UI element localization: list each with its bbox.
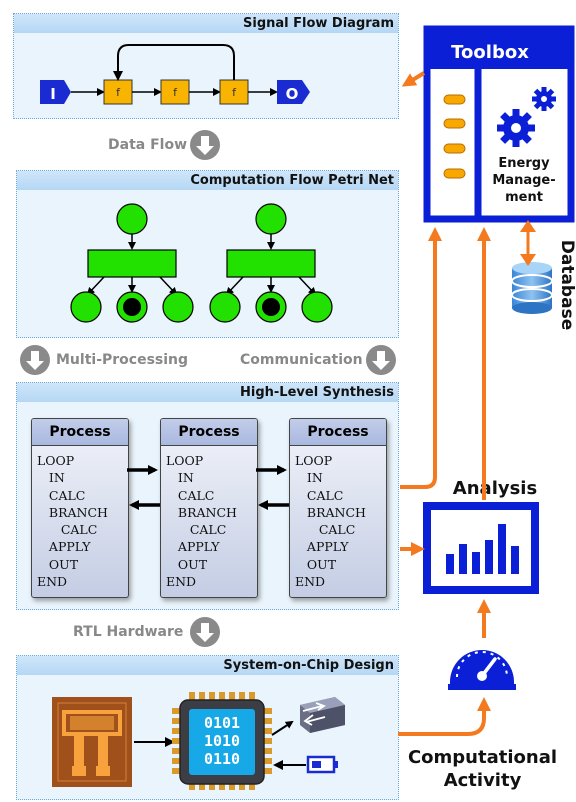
energy-label-line: ment bbox=[505, 190, 543, 205]
place bbox=[162, 291, 194, 323]
gear-icon bbox=[532, 87, 556, 111]
hls-title: High-Level Synthesis bbox=[17, 383, 398, 402]
soc-to-gauge-arrow bbox=[398, 697, 491, 736]
down-arrow-icon bbox=[190, 130, 220, 160]
database-icon bbox=[511, 262, 553, 314]
gear-icon bbox=[497, 109, 535, 147]
toolbox-slot bbox=[443, 94, 466, 105]
function-node-label: f bbox=[232, 86, 237, 99]
communication-label: Communication bbox=[240, 352, 363, 368]
speedometer-icon bbox=[448, 650, 516, 690]
petri-net-2 bbox=[209, 203, 333, 323]
place bbox=[255, 203, 287, 235]
token bbox=[262, 298, 280, 316]
chip-bits-row: 1010 bbox=[204, 732, 240, 750]
function-node-label: f bbox=[116, 86, 121, 99]
function-node-label: f bbox=[173, 86, 178, 99]
chip-to-router-edge bbox=[271, 720, 294, 736]
process-title: Process bbox=[161, 419, 257, 446]
process-code: LOOP IN CALC BRANCH CALC APPLY OUT END bbox=[295, 453, 366, 590]
output-node-label: O bbox=[286, 85, 299, 103]
token bbox=[123, 298, 141, 316]
input-node-label: I bbox=[50, 85, 56, 103]
place bbox=[209, 291, 241, 323]
chip-bits-row: 0110 bbox=[204, 750, 240, 768]
toolbox-slot bbox=[443, 168, 466, 179]
petri-net-1 bbox=[70, 203, 194, 323]
down-arrow-icon bbox=[20, 345, 50, 375]
rtl-hardware-label: RTL Hardware bbox=[73, 624, 184, 640]
analysis-window bbox=[423, 502, 539, 594]
computational-activity-line-2: Activity bbox=[443, 770, 522, 791]
process-code: LOOP IN CALC BRANCH CALC APPLY OUT END bbox=[166, 453, 237, 590]
petri-net-title: Computation Flow Petri Net bbox=[17, 171, 398, 190]
function-node bbox=[160, 79, 190, 105]
place bbox=[116, 203, 148, 235]
toolbox-window: Toolbox Energy Mana bbox=[423, 25, 575, 223]
input-node bbox=[40, 80, 71, 104]
process-communication-arrows bbox=[127, 465, 289, 510]
process-code: LOOP IN CALC BRANCH CALC APPLY OUT END bbox=[37, 453, 108, 590]
toolbox-slot bbox=[443, 118, 466, 129]
place bbox=[70, 291, 102, 323]
sensor-icon bbox=[52, 697, 132, 787]
toolbox-to-signal-flow-arrow bbox=[401, 71, 426, 87]
battery-icon bbox=[306, 755, 338, 774]
bar-chart-icon bbox=[446, 524, 519, 574]
data-flow-label: Data Flow bbox=[108, 137, 187, 153]
process-box-2: Process LOOP IN CALC BRANCH CALC APPLY O… bbox=[160, 418, 258, 598]
network-switch-icon bbox=[300, 697, 345, 733]
transition bbox=[87, 249, 177, 278]
down-arrow-icon bbox=[366, 345, 396, 375]
orange-flow-arrows bbox=[398, 71, 491, 736]
multi-processing-label: Multi-Processing bbox=[56, 352, 189, 368]
energy-label-line: Manage- bbox=[492, 173, 555, 188]
output-node bbox=[277, 80, 310, 104]
computational-activity-line-1: Computational bbox=[407, 747, 558, 768]
energy-label-line: Energy bbox=[498, 156, 550, 171]
place bbox=[301, 291, 333, 323]
soc-title: System-on-Chip Design bbox=[17, 656, 398, 675]
feedback-edge bbox=[113, 44, 235, 81]
function-node bbox=[219, 79, 249, 105]
chip-bits-row: 0101 bbox=[204, 714, 240, 732]
function-node bbox=[103, 79, 133, 105]
process-title: Process bbox=[32, 419, 128, 446]
analysis-label: Analysis bbox=[452, 478, 538, 499]
hls-to-toolbox-arrow bbox=[400, 227, 442, 489]
signal-flow-title: Signal Flow Diagram bbox=[14, 14, 398, 33]
down-arrow-icon bbox=[190, 617, 220, 647]
transition bbox=[226, 249, 316, 278]
signal-flow-graph: I f f f O bbox=[40, 44, 310, 105]
chip-icon: 0101 1010 0110 bbox=[172, 692, 272, 790]
process-box-3: Process LOOP IN CALC BRANCH CALC APPLY O… bbox=[289, 418, 387, 598]
process-title: Process bbox=[290, 419, 386, 446]
signal-flow-panel: Signal Flow Diagram bbox=[13, 13, 399, 119]
toolbox-title: Toolbox bbox=[451, 42, 529, 63]
process-box-1: Process LOOP IN CALC BRANCH CALC APPLY O… bbox=[31, 418, 129, 598]
toolbox-slot bbox=[443, 143, 466, 154]
